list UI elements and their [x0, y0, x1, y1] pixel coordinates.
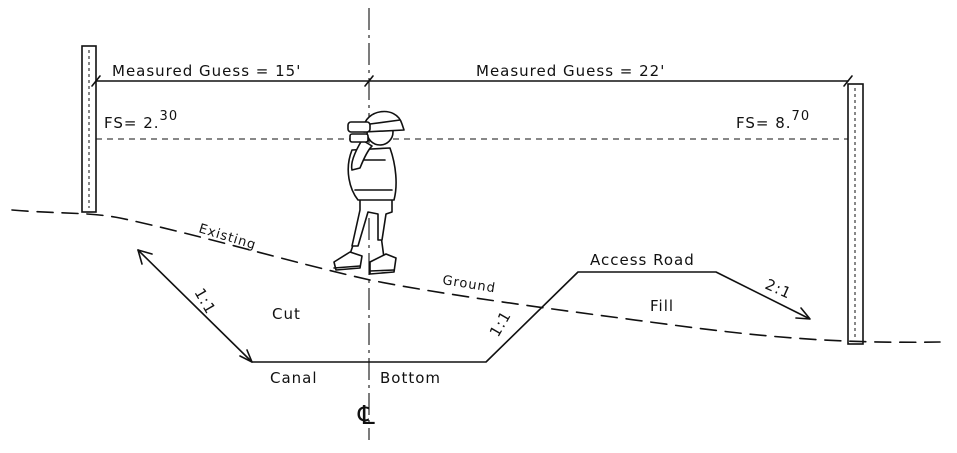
fs-right: FS= 8.70 — [736, 109, 810, 132]
tick-right — [843, 75, 853, 87]
bottom-label: Bottom — [380, 369, 441, 387]
fs-left: FS= 2.30 — [104, 109, 178, 132]
left-rod — [81, 45, 97, 213]
arrow-left-slope — [137, 249, 153, 265]
canal-label: Canal — [270, 369, 318, 387]
arrow-right-slope — [795, 307, 811, 320]
existing-label: Existing — [197, 221, 258, 253]
arrow-canal-corner — [239, 349, 253, 363]
existing-ground-line — [11, 209, 941, 344]
centerline-symbol: ℄ — [357, 401, 375, 431]
right-rod — [847, 83, 864, 345]
tick-center — [364, 75, 374, 87]
tick-left — [91, 75, 101, 87]
measured-guess-right: Measured Guess = 22' — [476, 62, 665, 80]
measured-guess-left: Measured Guess = 15' — [112, 62, 301, 80]
fill-label: Fill — [650, 297, 674, 315]
access-road-label: Access Road — [590, 251, 695, 269]
canal-profile — [137, 249, 809, 363]
slope-right-label: 2:1 — [762, 275, 794, 302]
ground-label: Ground — [441, 273, 497, 296]
cut-label: Cut — [272, 305, 301, 323]
slope-left-label: 1:1 — [191, 285, 220, 318]
slope-mid-label: 1:1 — [486, 307, 515, 340]
surveyor-figure — [333, 110, 405, 275]
